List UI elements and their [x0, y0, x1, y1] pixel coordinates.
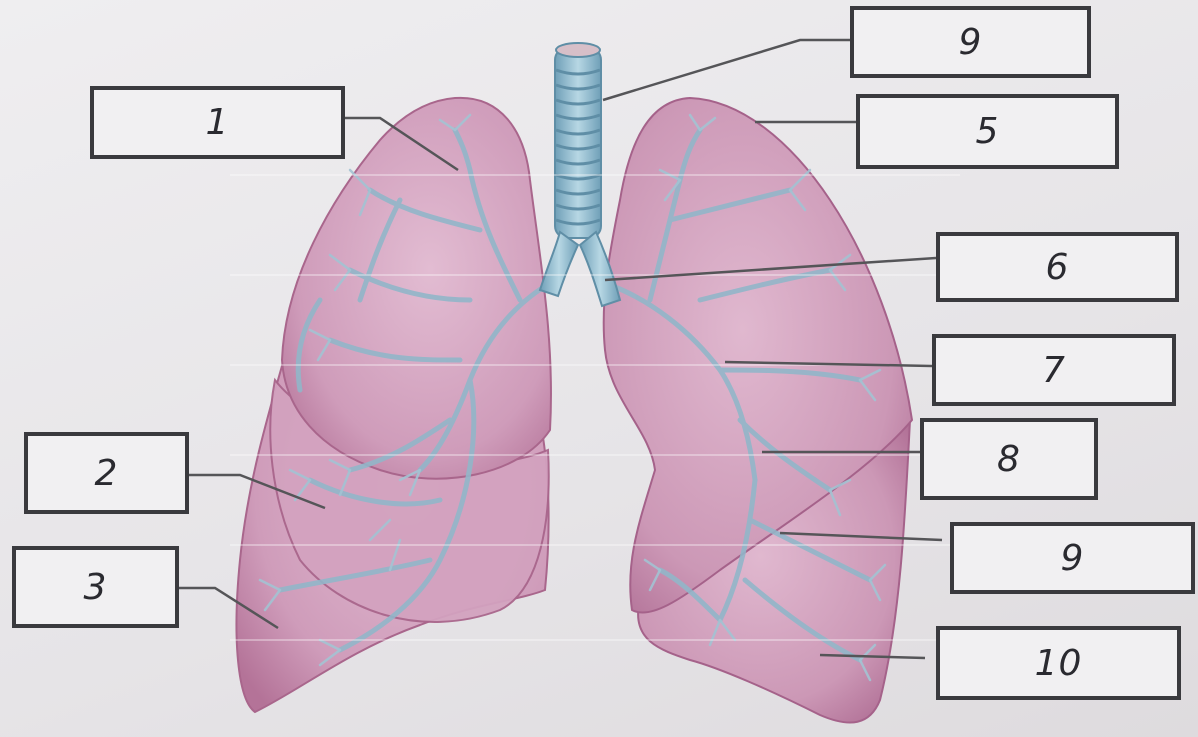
label-text-7: 7: [1042, 350, 1066, 391]
label-box-4[interactable]: 9: [850, 6, 1091, 78]
label-box-7[interactable]: 7: [932, 334, 1176, 406]
label-text-10: 10: [1035, 643, 1083, 684]
label-box-6[interactable]: 6: [936, 232, 1179, 302]
label-box-1[interactable]: 1: [90, 86, 345, 159]
label-box-2[interactable]: 2: [24, 432, 189, 514]
label-box-3[interactable]: 3: [12, 546, 179, 628]
leader-line-4: [603, 40, 850, 100]
label-text-2: 2: [95, 453, 119, 494]
left-lung: [604, 98, 912, 723]
label-text-6: 6: [1046, 247, 1070, 288]
primary-bronchi: [540, 232, 620, 306]
label-text-9: 9: [1061, 538, 1085, 579]
label-box-8[interactable]: 8: [920, 418, 1098, 500]
trachea: [555, 43, 601, 238]
right-lung: [236, 98, 555, 712]
label-text-5: 5: [976, 111, 1000, 152]
label-text-1: 1: [206, 102, 230, 143]
label-text-3: 3: [84, 567, 108, 608]
label-box-9[interactable]: 9: [950, 522, 1195, 594]
label-box-5[interactable]: 5: [856, 94, 1119, 169]
label-box-10[interactable]: 10: [936, 626, 1181, 700]
label-text-4: 9: [959, 22, 983, 63]
label-text-8: 8: [997, 439, 1021, 480]
